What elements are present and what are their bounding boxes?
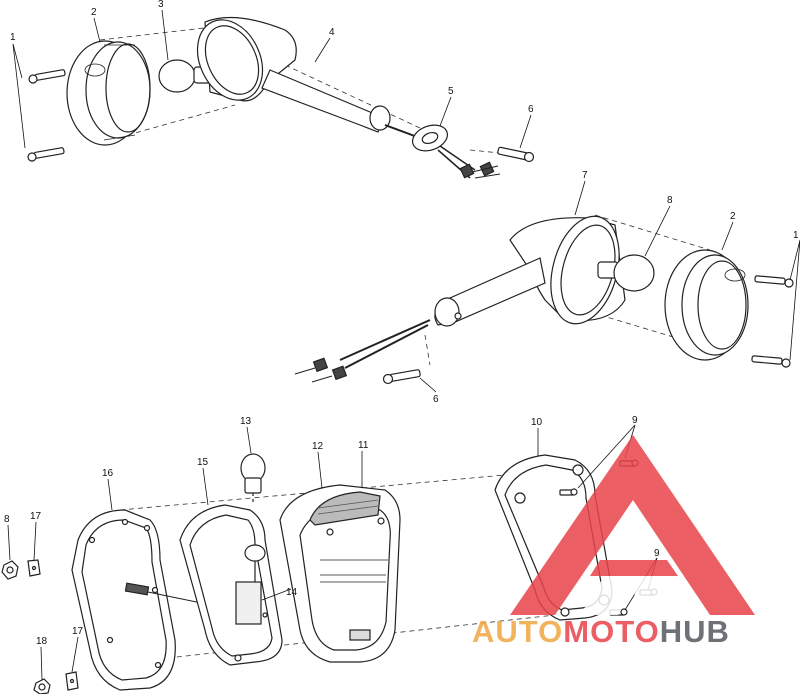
callout-7: 7 <box>582 170 588 181</box>
bolt-right <box>382 369 421 385</box>
callout-13: 13 <box>240 416 252 427</box>
callout-4: 4 <box>329 27 335 38</box>
lens-11 <box>309 491 381 526</box>
callout-9-bottom: 9 <box>654 548 660 559</box>
nut-8 <box>1 560 19 580</box>
callout-2-right: 2 <box>730 211 736 222</box>
bolt-upper <box>497 146 535 163</box>
lens-right <box>664 249 749 361</box>
watermark-hub: HUB <box>660 614 730 649</box>
callout-18: 18 <box>36 636 48 647</box>
watermark-moto: MOTO <box>563 614 659 649</box>
gasket-16 <box>71 509 246 691</box>
callout-17-top: 17 <box>30 511 42 522</box>
base-15 <box>179 504 283 666</box>
callout-16: 16 <box>102 468 114 479</box>
housing-right <box>294 215 626 383</box>
callout-5: 5 <box>448 86 454 97</box>
callout-8-left: 8 <box>4 514 10 525</box>
lens-upper-left <box>66 40 151 146</box>
svg-text:AUTOMOTOHUB: AUTOMOTOHUB <box>472 614 730 649</box>
screw-right-bottom <box>751 355 791 368</box>
screw-top <box>28 69 66 84</box>
watermark-logo: AUTOMOTOHUB <box>472 435 755 649</box>
alignment-lines-right <box>424 214 711 366</box>
bulb-13 <box>240 453 266 505</box>
watermark-auto: AUTO <box>472 614 563 649</box>
grommet-upper <box>411 124 501 179</box>
screw-right-top <box>754 275 794 288</box>
callout-8-right: 8 <box>667 195 673 206</box>
callout-labels: 1 2 3 4 5 6 7 8 2 1 6 13 12 11 10 9 16 1… <box>4 0 799 647</box>
callout-1-right: 1 <box>793 230 799 241</box>
callout-1-top: 1 <box>10 32 16 43</box>
callout-10: 10 <box>531 417 543 428</box>
callout-11: 11 <box>358 440 369 451</box>
housing-12 <box>279 484 401 663</box>
clip-17-top <box>27 559 41 577</box>
callout-6-top: 6 <box>528 104 534 115</box>
callout-9-top: 9 <box>632 415 638 426</box>
housing-upper <box>196 16 421 139</box>
callout-3: 3 <box>158 0 164 10</box>
triangle-logo-icon <box>510 435 755 615</box>
callout-15: 15 <box>197 457 209 468</box>
callout-14: 14 <box>286 587 298 598</box>
right-signal-assembly <box>294 214 794 385</box>
callout-6-right: 6 <box>433 394 439 405</box>
callout-12: 12 <box>312 441 324 452</box>
nut-18 <box>33 678 51 694</box>
upper-left-signal-assembly <box>27 16 535 179</box>
callout-2-top: 2 <box>91 7 97 18</box>
clip-17-bottom <box>65 671 79 691</box>
screw-bottom <box>27 147 65 162</box>
bulb-right <box>597 254 655 292</box>
callout-17-bottom: 17 <box>72 626 84 637</box>
